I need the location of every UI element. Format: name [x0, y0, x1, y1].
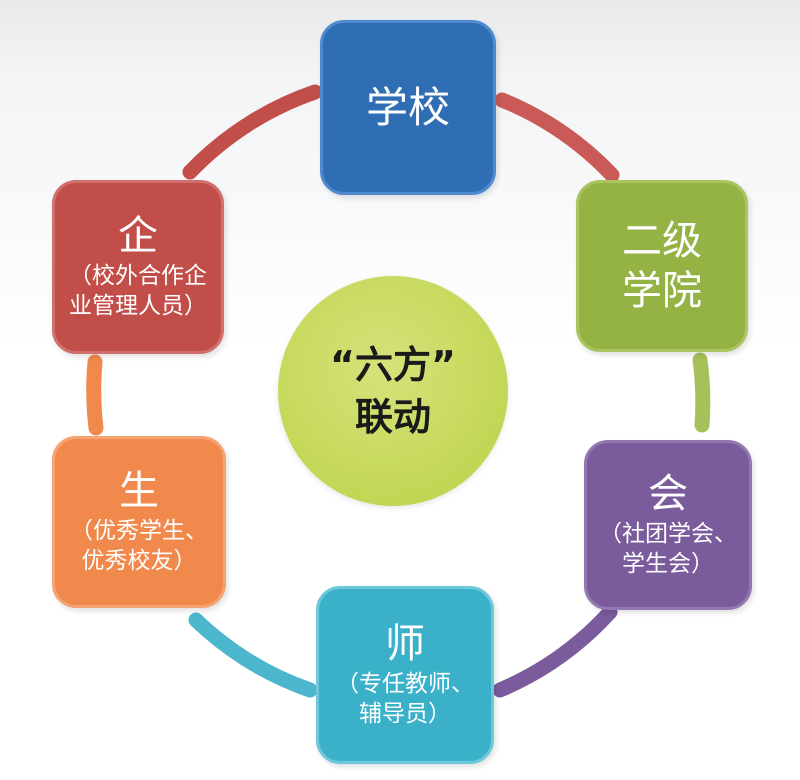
- node-school[interactable]: 学校: [320, 20, 496, 195]
- node-enterprise-desc: （校外合作企 业管理人员）: [69, 263, 207, 319]
- ring-segment-college-club: [692, 352, 711, 433]
- node-student-desc: （优秀学生、 优秀校友）: [70, 518, 208, 574]
- node-enterprise[interactable]: 企 （校外合作企 业管理人员）: [52, 180, 224, 354]
- center-circle: “六方” 联动: [278, 276, 508, 506]
- ring-segment-teacher-student: [188, 612, 318, 698]
- node-club-desc: （社团学会、 学生会）: [599, 521, 737, 577]
- node-teacher[interactable]: 师 （专任教师、 辅导员）: [316, 586, 494, 764]
- center-line-1: “六方”: [330, 343, 456, 387]
- node-student-title: 生: [119, 468, 159, 514]
- node-school-title: 学校: [365, 82, 450, 132]
- ring-segment-student-enterprise: [86, 354, 104, 436]
- node-student[interactable]: 生 （优秀学生、 优秀校友）: [52, 436, 226, 608]
- node-club[interactable]: 会 （社团学会、 学生会）: [584, 440, 752, 610]
- ring-segment-club-teacher: [492, 604, 618, 698]
- node-teacher-title: 师: [385, 621, 425, 667]
- node-college[interactable]: 二级 学院: [576, 180, 748, 352]
- ring-segment-enterprise-school: [182, 84, 323, 180]
- node-college-title: 二级 学院: [622, 218, 702, 314]
- ring-segment-school-college: [494, 92, 620, 183]
- node-enterprise-title: 企: [118, 213, 158, 259]
- center-line-2: 联动: [354, 395, 431, 439]
- node-club-title: 会: [648, 471, 688, 517]
- node-teacher-desc: （专任教师、 辅导员）: [336, 671, 474, 727]
